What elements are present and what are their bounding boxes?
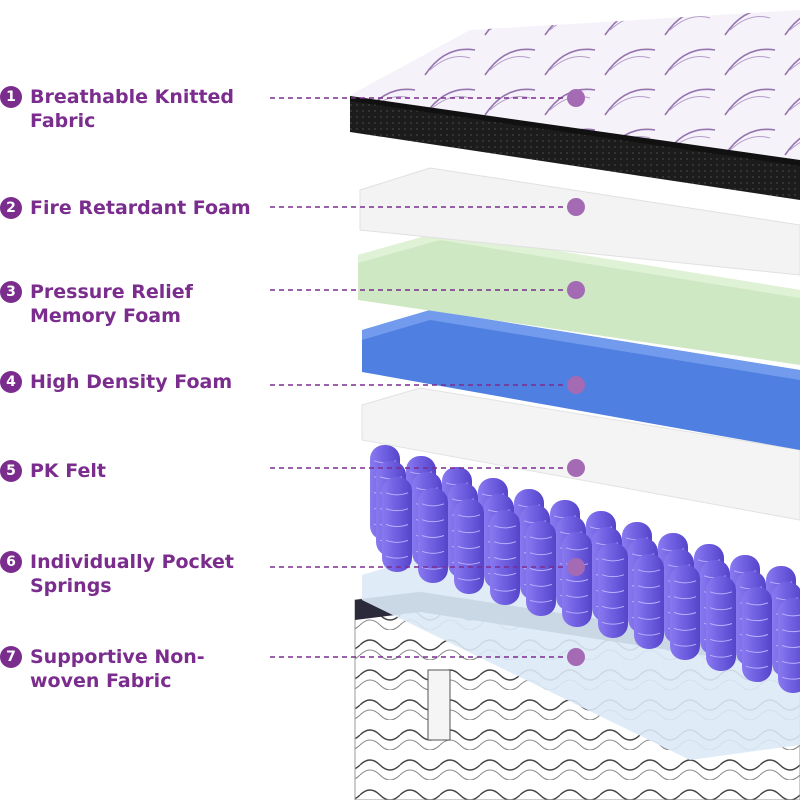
number-badge-icon: 3 — [0, 281, 22, 303]
spring-coil — [742, 587, 772, 682]
layer-label-5: 5 PK Felt — [0, 459, 270, 483]
spring-coil — [598, 543, 628, 638]
leader-dot-icon — [567, 558, 585, 576]
leader-dot-icon — [567, 198, 585, 216]
layer-label-4: 4 High Density Foam — [0, 370, 270, 394]
spring-coil — [562, 532, 592, 627]
spring-coil — [382, 477, 412, 572]
leader-dot-icon — [567, 376, 585, 394]
number-badge-icon: 1 — [0, 86, 22, 108]
spring-coil — [778, 598, 800, 693]
layer-label-text: Individually Pocket Springs — [30, 551, 234, 597]
number-badge-icon: 4 — [0, 371, 22, 393]
fire-retardant-foam — [359, 167, 800, 276]
leader-dot-icon — [567, 281, 585, 299]
number-badge-icon: 6 — [0, 551, 22, 573]
layer-label-7: 7 Supportive Non-woven Fabric — [0, 645, 270, 693]
memory-foam — [358, 232, 800, 365]
pocket-springs — [370, 445, 800, 693]
spring-coil — [634, 554, 664, 649]
spring-coil — [706, 576, 736, 671]
spring-coil — [526, 521, 556, 616]
leader-dot-icon — [567, 648, 585, 666]
leader-dot-icon — [567, 459, 585, 477]
leader-dot-icon — [567, 89, 585, 107]
pk-felt-sheet — [361, 387, 800, 521]
spring-coil — [490, 510, 520, 605]
spring-coil — [418, 488, 448, 583]
layer-label-6: 6 Individually Pocket Springs — [0, 550, 270, 598]
layer-label-2: 2 Fire Retardant Foam — [0, 196, 270, 220]
layer-label-1: 1 Breathable Knitted Fabric — [0, 85, 270, 133]
leader-lines — [270, 89, 585, 666]
number-badge-icon: 5 — [0, 460, 22, 482]
number-badge-icon: 7 — [0, 646, 22, 668]
layer-label-text: PK Felt — [30, 460, 106, 482]
layer-label-text: Fire Retardant Foam — [30, 197, 251, 219]
layer-label-3: 3 Pressure Relief Memory Foam — [0, 280, 270, 328]
layer-label-text: Breathable Knitted Fabric — [30, 86, 235, 132]
layer-label-text: Pressure Relief Memory Foam — [30, 281, 193, 327]
layer-label-text: Supportive Non-woven Fabric — [30, 646, 205, 692]
number-badge-icon: 2 — [0, 197, 22, 219]
brand-tag — [427, 669, 451, 741]
spring-coil — [670, 565, 700, 660]
layer-label-text: High Density Foam — [30, 371, 233, 393]
spring-coil — [454, 499, 484, 594]
